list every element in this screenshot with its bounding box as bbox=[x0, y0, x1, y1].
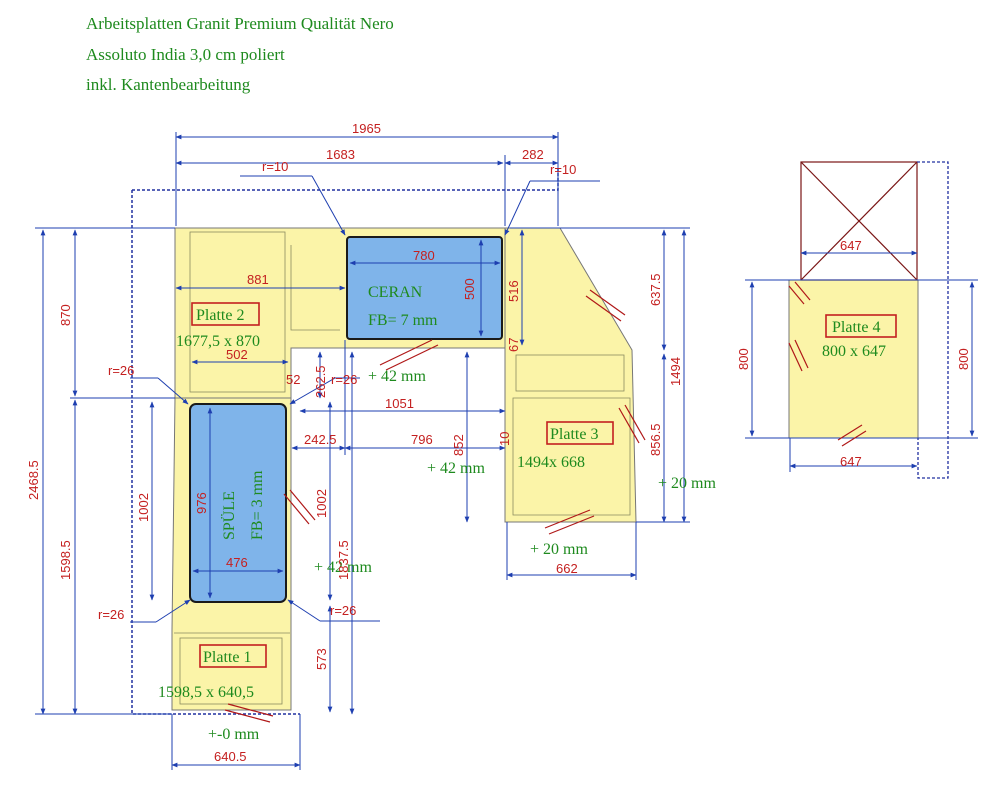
dim-976: 976 bbox=[194, 492, 209, 514]
platte-2-label: Platte 2 bbox=[196, 307, 244, 324]
platte-1-label-box bbox=[199, 644, 267, 668]
dim-476: 476 bbox=[226, 555, 248, 570]
radius-r10-right: r=10 bbox=[550, 162, 576, 177]
radius-r26-top-right: r=26 bbox=[331, 372, 357, 387]
dim-881: 881 bbox=[247, 272, 269, 287]
dim-1002-left: 1002 bbox=[136, 493, 151, 522]
dim-1837-5: 1837.5 bbox=[336, 540, 351, 580]
cabinet-lines bbox=[174, 231, 631, 705]
edge-zero: +-0 mm bbox=[208, 726, 260, 743]
dim-52: 52 bbox=[286, 372, 300, 387]
platte-3-label: Platte 3 bbox=[550, 426, 598, 443]
platte-4-label-box bbox=[825, 314, 897, 338]
platte-1-label: Platte 1 bbox=[203, 649, 251, 666]
dim-10: 10 bbox=[497, 432, 512, 446]
dim-500: 500 bbox=[462, 278, 477, 300]
dim-647-top: 647 bbox=[840, 238, 862, 253]
title-line-2: Assoluto India 3,0 cm poliert bbox=[86, 45, 285, 64]
dim-2468-5: 2468.5 bbox=[26, 460, 41, 500]
dim-573: 573 bbox=[314, 648, 329, 670]
platte-1-size: 1598,5 x 640,5 bbox=[158, 684, 254, 701]
dim-662: 662 bbox=[556, 561, 578, 576]
platte-3-label-box bbox=[546, 421, 614, 445]
dim-1051: 1051 bbox=[385, 396, 414, 411]
dim-1965: 1965 bbox=[352, 121, 381, 136]
dim-67: 67 bbox=[506, 338, 521, 352]
dim-1598-5: 1598.5 bbox=[58, 540, 73, 580]
edge-plus42-mid: + 42 mm bbox=[427, 460, 485, 477]
ceran-label: CERAN bbox=[368, 284, 423, 301]
dim-282: 282 bbox=[522, 147, 544, 162]
dim-647-bottom: 647 bbox=[840, 454, 862, 469]
spuele-label: SPÜLE bbox=[220, 491, 238, 540]
platte-2-label-box bbox=[191, 302, 260, 326]
dimension-lines bbox=[35, 132, 978, 770]
dim-1002-right: 1002 bbox=[314, 489, 329, 518]
edge-plus20-bottom: + 20 mm bbox=[530, 541, 588, 558]
dim-637-5: 637.5 bbox=[648, 273, 663, 306]
dim-1683: 1683 bbox=[326, 147, 355, 162]
dim-796: 796 bbox=[411, 432, 433, 447]
dim-516: 516 bbox=[506, 280, 521, 302]
radius-r26-bottom-left: r=26 bbox=[98, 607, 124, 622]
ceran-fb: FB= 7 mm bbox=[368, 312, 438, 329]
dim-262-5: 262.5 bbox=[313, 365, 328, 398]
edge-plus42-bottom: + 42 mm bbox=[314, 559, 372, 576]
spuele-fb: FB= 3 mm bbox=[249, 470, 266, 540]
edge-plus42-top: + 42 mm bbox=[368, 368, 426, 385]
platte-4-size: 800 x 647 bbox=[822, 343, 886, 360]
radius-r26-bottom-right: r=26 bbox=[330, 603, 356, 618]
dim-502: 502 bbox=[226, 347, 248, 362]
title-line-3: inkl. Kantenbearbeitung bbox=[86, 75, 251, 94]
dim-780: 780 bbox=[413, 248, 435, 263]
slab-platte-3 bbox=[504, 227, 637, 523]
dim-856-5: 856.5 bbox=[648, 423, 663, 456]
dim-640-5: 640.5 bbox=[214, 749, 247, 764]
edge-plus20-right: + 20 mm bbox=[658, 475, 716, 492]
title-line-1: Arbeitsplatten Granit Premium Qualität N… bbox=[86, 14, 394, 33]
dim-800-right: 800 bbox=[956, 348, 971, 370]
dim-1494: 1494 bbox=[668, 357, 683, 386]
platte-3-size: 1494x 668 bbox=[517, 454, 585, 471]
platte-4-dotted-outline bbox=[917, 161, 949, 479]
dim-800-left: 800 bbox=[736, 348, 751, 370]
slab-platte-4 bbox=[788, 279, 919, 439]
radius-r10-left: r=10 bbox=[262, 159, 288, 174]
platte-2-size: 1677,5 x 870 bbox=[176, 333, 260, 350]
dim-870: 870 bbox=[58, 304, 73, 326]
dim-242-5: 242.5 bbox=[304, 432, 337, 447]
platte-4-cross-box bbox=[800, 161, 918, 281]
edge-hatch-marks bbox=[224, 281, 867, 723]
dim-852: 852 bbox=[451, 434, 466, 456]
platte-4-label: Platte 4 bbox=[832, 319, 880, 336]
spuele-cutout bbox=[189, 403, 287, 603]
radius-r26-top-left: r=26 bbox=[108, 363, 134, 378]
